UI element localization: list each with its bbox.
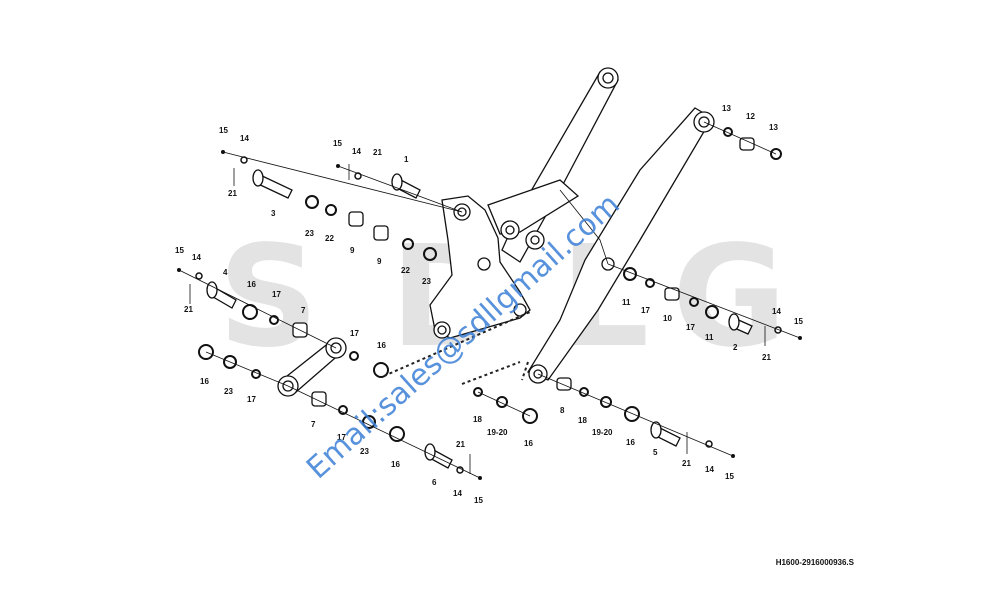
callout: 6	[432, 478, 437, 487]
callout: 13	[769, 123, 778, 132]
callout: 7	[301, 306, 306, 315]
callout: 21	[456, 440, 465, 449]
callout: 19-20	[487, 428, 508, 437]
pins	[206, 169, 753, 469]
callout: 15	[219, 126, 228, 135]
logo-letter: G	[672, 216, 787, 379]
callout: 19-20	[592, 428, 613, 437]
callout: 22	[325, 234, 334, 243]
callout: 3	[271, 209, 276, 218]
callout: 11	[705, 333, 714, 342]
callout: 9	[377, 257, 382, 266]
dashed-guides	[383, 311, 531, 385]
callout: 14	[772, 307, 781, 316]
callout: 16	[626, 438, 635, 447]
callout: 22	[401, 266, 410, 275]
callout: 1	[404, 155, 409, 164]
callout: 16	[377, 341, 386, 350]
assembly-axes	[178, 121, 801, 479]
callout: 15	[725, 472, 734, 481]
callout: 16	[200, 377, 209, 386]
callout: 13	[722, 104, 731, 113]
drawing-code: H1600-2916000936.S	[775, 558, 854, 567]
callout: 17	[337, 433, 346, 442]
callout: 9	[350, 246, 355, 255]
callout: 7	[311, 420, 316, 429]
callouts: 15 14 21 3 23 22 9 9 22 23 15 14 21 1 15…	[175, 104, 803, 505]
callout: 18	[473, 415, 482, 424]
callout: 17	[247, 395, 256, 404]
callout: 14	[352, 147, 361, 156]
callout: 15	[474, 496, 483, 505]
callout: 11	[622, 298, 631, 307]
callout: 14	[192, 253, 201, 262]
callout: 23	[224, 387, 233, 396]
callout: 23	[422, 277, 431, 286]
callout: 5	[653, 448, 658, 457]
callout: 23	[360, 447, 369, 456]
callout: 2	[733, 343, 738, 352]
callout: 21	[762, 353, 771, 362]
callout: 21	[228, 189, 237, 198]
callout: 15	[175, 246, 184, 255]
callout: 15	[333, 139, 342, 148]
logo-letter: S	[218, 216, 319, 379]
callout: 10	[663, 314, 672, 323]
callout: 4	[223, 268, 228, 277]
callout: 21	[373, 148, 382, 157]
callout: 21	[682, 459, 691, 468]
callout: 14	[705, 465, 714, 474]
callout: 23	[305, 229, 314, 238]
callout: 17	[641, 306, 650, 315]
callout: 17	[272, 290, 281, 299]
callout: 17	[686, 323, 695, 332]
callout: 16	[391, 460, 400, 469]
callout: 14	[453, 489, 462, 498]
callout: 15	[794, 317, 803, 326]
callout: 8	[560, 406, 565, 415]
callout: 14	[240, 134, 249, 143]
callout: 17	[350, 329, 359, 338]
front-plate	[429, 195, 531, 339]
callout: 18	[578, 416, 587, 425]
callout: 12	[746, 112, 755, 121]
callout: 16	[247, 280, 256, 289]
callout: 16	[524, 439, 533, 448]
boom-frame	[487, 67, 715, 384]
callout: 21	[184, 305, 193, 314]
